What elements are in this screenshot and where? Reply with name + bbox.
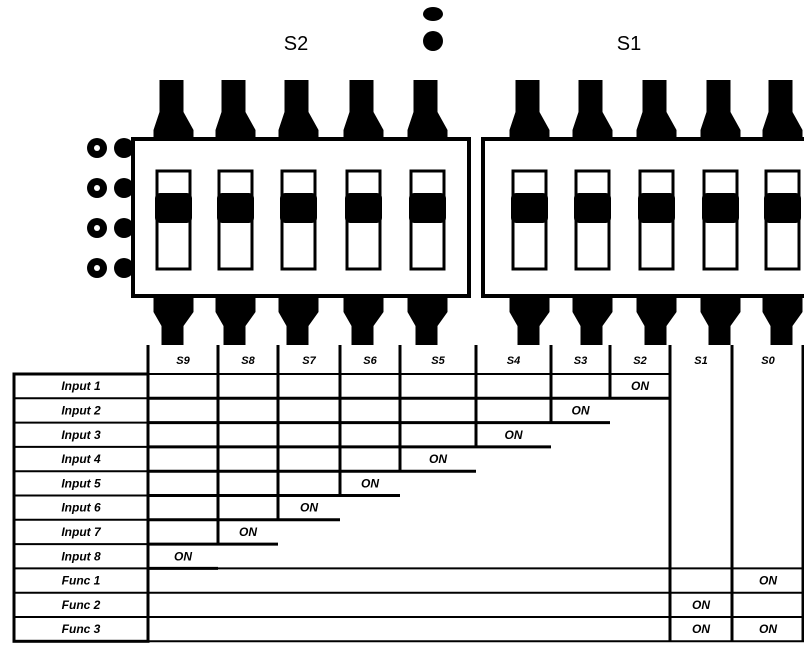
on-cell-s8: ON	[239, 525, 257, 539]
row-label: Input 2	[61, 403, 101, 417]
bottom-lead-s6	[343, 290, 384, 345]
group-label-s1: S1	[617, 33, 641, 55]
on-cell-s7: ON	[300, 501, 318, 515]
position-label-s3: S3	[574, 355, 587, 367]
knob-s8	[217, 193, 254, 223]
knob-s9	[155, 193, 192, 223]
on-cell-s0: ON	[759, 574, 777, 588]
bottom-lead-s5	[407, 290, 448, 345]
bottom-lead-s0	[762, 290, 803, 345]
top-lead-s7	[278, 80, 319, 146]
on-cells: ON ON ON ON ON ON ON ON ON ON ON ON	[174, 379, 777, 636]
on-cell-s1: ON	[692, 622, 710, 636]
on-cell-s1: ON	[692, 598, 710, 612]
row-label: Input 7	[61, 525, 102, 539]
bottom-lead-s9	[153, 290, 194, 345]
row-label: Input 1	[61, 379, 101, 393]
position-label-s2: S2	[633, 355, 646, 367]
row-label: Input 8	[61, 549, 101, 563]
position-label-s5: S5	[431, 355, 445, 367]
top-lead-s9	[153, 80, 194, 146]
position-label-s9: S9	[176, 355, 190, 367]
knob-s1	[702, 193, 739, 223]
row-label: Func 1	[62, 574, 101, 588]
on-cell-s0: ON	[759, 622, 777, 636]
bottom-lead-s8	[215, 290, 256, 345]
top-lead-s4	[509, 80, 550, 146]
position-label-s0: S0	[761, 355, 775, 367]
knob-s7	[280, 193, 317, 223]
row-label: Input 5	[61, 476, 101, 490]
row-label: Func 2	[62, 598, 101, 612]
switch-leads	[153, 80, 803, 345]
row-label: Func 3	[62, 622, 101, 636]
position-label-s6: S6	[363, 355, 377, 367]
knob-s5	[409, 193, 446, 223]
marker-dots	[423, 7, 443, 51]
knob-s6	[345, 193, 382, 223]
row-labels: Input 1 Input 2 Input 3 Input 4 Input 5 Input…	[61, 379, 102, 636]
on-cell-s6: ON	[361, 476, 379, 490]
top-lead-s5	[407, 80, 448, 146]
bottom-lead-s2	[636, 290, 677, 345]
row-label: Input 3	[61, 428, 101, 442]
left-pins	[87, 138, 134, 278]
top-lead-s0	[762, 80, 803, 146]
knob-s4	[511, 193, 548, 223]
top-lead-s1	[700, 80, 741, 146]
on-cell-s3: ON	[572, 403, 590, 417]
row-label: Input 6	[61, 501, 101, 515]
on-cell-s5: ON	[429, 452, 447, 466]
row-label: Input 4	[61, 452, 101, 466]
knob-s0	[764, 193, 801, 223]
knob-s3	[574, 193, 611, 223]
bottom-lead-s3	[572, 290, 613, 345]
group-label-s2: S2	[284, 33, 308, 55]
position-label-s1: S1	[694, 355, 707, 367]
top-lead-s2	[636, 80, 677, 146]
truth-table-grid	[12, 345, 804, 643]
position-label-s4: S4	[507, 355, 520, 367]
top-lead-s8	[215, 80, 256, 146]
switch-position-labels: S9 S8 S7 S6 S5 S4 S3 S2 S1 S0	[176, 355, 775, 367]
switch-slots	[155, 169, 801, 271]
top-lead-s3	[572, 80, 613, 146]
position-label-s8: S8	[241, 355, 255, 367]
bottom-lead-s7	[278, 290, 319, 345]
on-cell-s4: ON	[505, 428, 523, 442]
on-cell-s9: ON	[174, 549, 192, 563]
bottom-lead-s1	[700, 290, 741, 345]
position-label-s7: S7	[302, 355, 316, 367]
bottom-lead-s4	[509, 290, 550, 345]
top-lead-s6	[343, 80, 384, 146]
knob-s2	[638, 193, 675, 223]
on-cell-s2: ON	[631, 379, 649, 393]
